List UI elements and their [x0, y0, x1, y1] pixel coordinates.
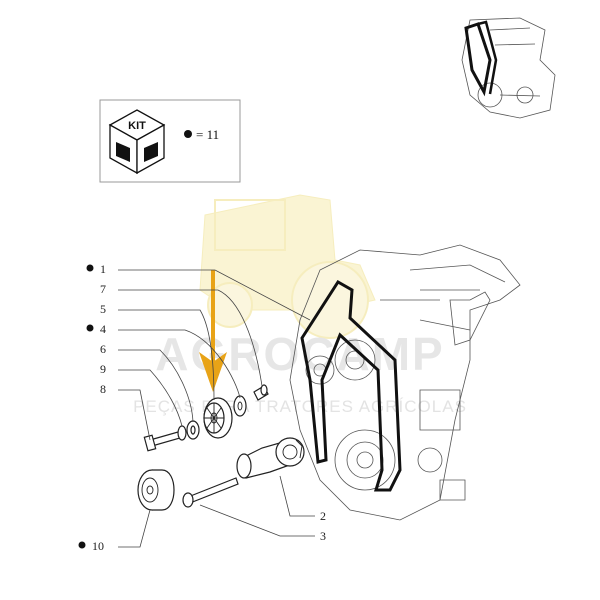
callout-5: 5 [100, 302, 106, 316]
callout-9: 9 [100, 362, 106, 376]
callout-4: 4 [100, 322, 106, 336]
callout-7: 7 [100, 282, 106, 296]
callout-2: 2 [320, 509, 326, 523]
engine-thumbnail [461, 17, 556, 119]
kit-marker-10-icon [78, 541, 86, 549]
callout-8: 8 [100, 382, 106, 396]
kit-bullet-icon [184, 130, 192, 138]
callout-6: 6 [100, 342, 106, 356]
engine-belt-drawing [289, 244, 521, 521]
callout-1: 1 [100, 262, 106, 276]
watermark-brand: AGROCAMP [155, 328, 444, 380]
callout-labels: 1 7 5 4 6 9 8 10 2 3 [78, 262, 326, 553]
kit-equals: = 11 [196, 127, 219, 142]
callout-3: 3 [320, 529, 326, 543]
kit-title: KIT [128, 120, 146, 132]
kit-marker-4-icon [86, 324, 94, 332]
leader-lines [118, 269, 315, 548]
parts-group [137, 384, 305, 511]
kit-marker-1-icon [86, 264, 94, 272]
watermark-tagline: PEÇAS PARA TRATORES AGRÍCOLAS [133, 397, 467, 416]
callout-10: 10 [92, 539, 104, 553]
kit-legend: KIT = 11 [99, 99, 241, 183]
kit-cube-icon [108, 109, 166, 175]
